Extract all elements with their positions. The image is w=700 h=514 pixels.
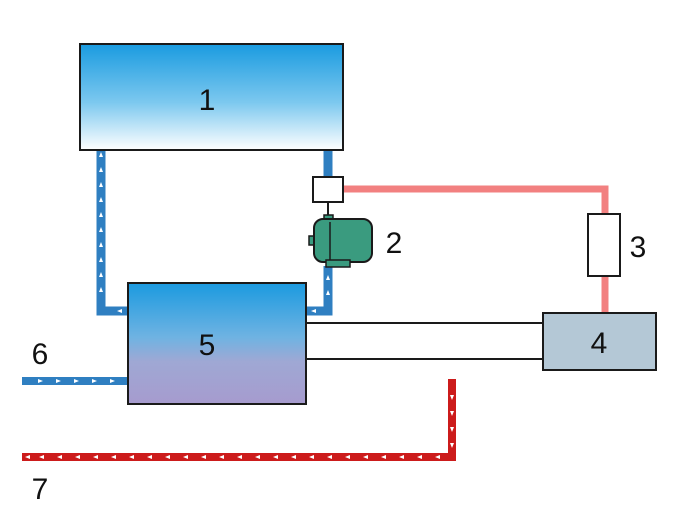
component-3: 3 (587, 213, 647, 277)
label-4: 4 (591, 327, 608, 360)
unit-4: 4 (542, 312, 657, 371)
warm-link-line (343, 185, 609, 313)
tank5-unit4-connections (306, 322, 543, 360)
hot-outlet-pipe (22, 375, 456, 461)
valve-box (312, 176, 344, 203)
label-1: 1 (199, 84, 216, 117)
lower-tank: 5 (127, 282, 307, 405)
label-7: 7 (32, 473, 49, 506)
right-cold-pipe (306, 150, 333, 316)
label-6: 6 (32, 338, 49, 371)
label-3: 3 (630, 231, 647, 264)
pump-icon (313, 218, 373, 263)
pump: 2 (308, 202, 403, 268)
label-2: 2 (386, 227, 403, 260)
inlet-pipe (22, 377, 128, 385)
label-5: 5 (199, 329, 216, 362)
upper-tank: 1 (79, 43, 344, 151)
left-cold-pipe (96, 150, 128, 316)
